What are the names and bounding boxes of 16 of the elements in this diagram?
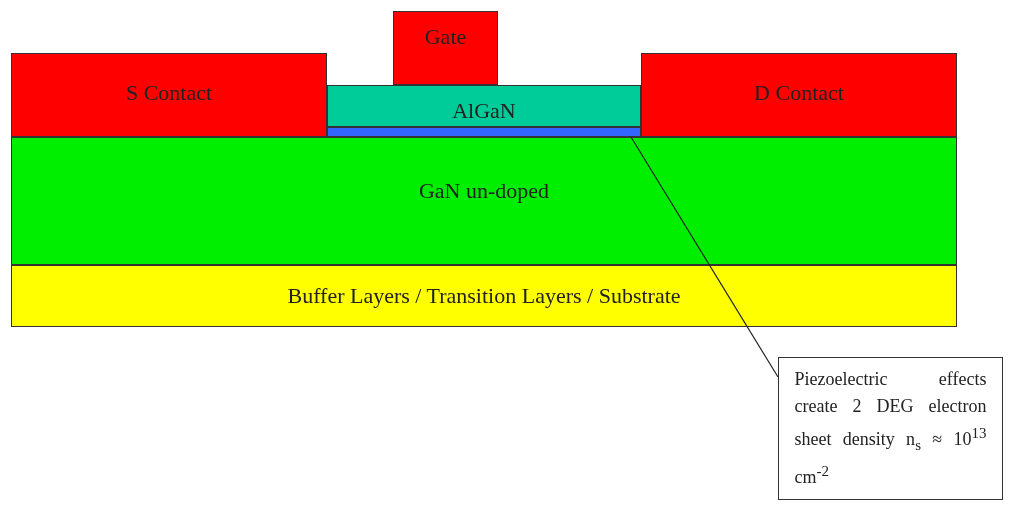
gan-layer: [11, 137, 957, 265]
leader-line: [630, 136, 779, 378]
gate-layer: [393, 11, 498, 85]
layer-label: S Contact: [125, 80, 213, 106]
layer-label: Buffer Layers / Transition Layers / Substrate: [287, 283, 681, 309]
layer-label: GaN un-doped: [418, 178, 550, 204]
callout-text: Piezoelectric effects create 2 DEG electron sheet density n$_{s}$ ≈ 10$^{13}$ cm$^{-2}$: [794, 367, 987, 490]
layer-label: AlGaN: [452, 98, 516, 124]
layer-label: D Contact: [754, 80, 844, 106]
contact-layer: [641, 53, 957, 137]
layer-label: Gate: [424, 24, 467, 50]
algan-layer: [327, 85, 641, 127]
substrate-layer: [11, 265, 957, 327]
contact-layer: [11, 53, 327, 137]
2deg-layer: [327, 127, 641, 137]
callout-box: [778, 357, 1003, 500]
